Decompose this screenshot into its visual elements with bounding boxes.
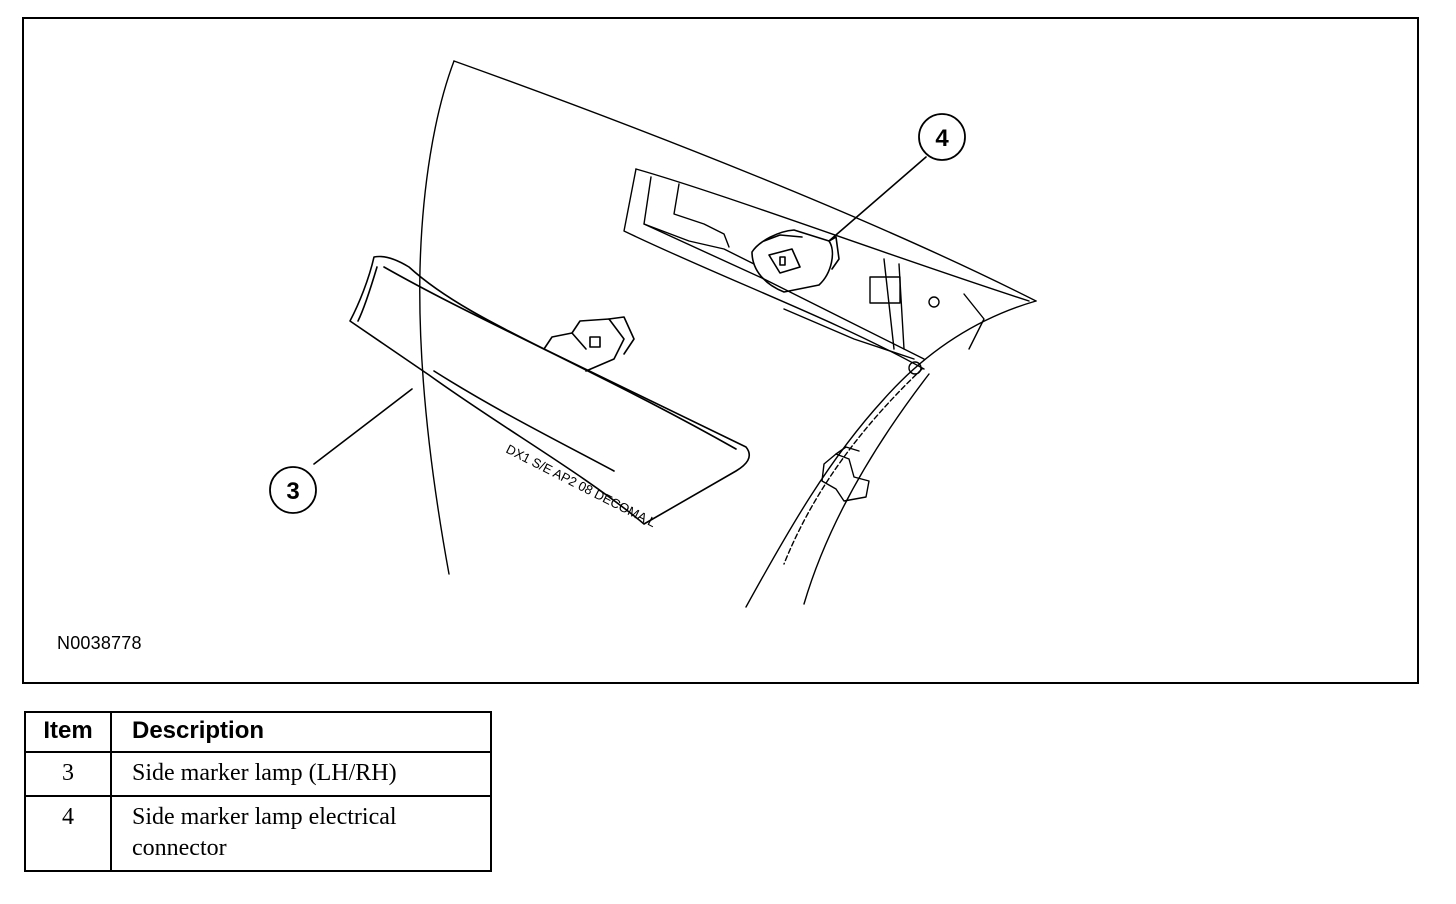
push-pin [821, 446, 870, 502]
callout-4-label: 4 [935, 125, 949, 152]
table-row: 3 Side marker lamp (LH/RH) [24, 751, 492, 797]
item-number: 3 [24, 751, 112, 797]
illustration: 3 4 DX1 S/E AP2 08 DECOMA L [269, 60, 1037, 608]
figure-frame: 3 4 DX1 S/E AP2 08 DECOMA L N0038778 [22, 17, 1419, 684]
side-marker-lamp [349, 255, 751, 525]
table-row: 4 Side marker lamp electrical connector [24, 795, 492, 872]
callout-4: 4 [828, 113, 966, 242]
electrical-connector [751, 229, 840, 293]
item-number: 4 [24, 795, 112, 872]
callout-3: 3 [269, 388, 413, 514]
description-column-header: Description [110, 711, 492, 753]
lamp-pocket [623, 168, 1030, 375]
callout-3-label: 3 [286, 478, 299, 505]
legend-table: Item Description 3 Side marker lamp (LH/… [24, 711, 492, 872]
figure-id: N0038778 [57, 633, 142, 653]
item-description: Side marker lamp electrical connector [110, 795, 492, 872]
item-column-header: Item [24, 711, 112, 753]
item-description: Side marker lamp (LH/RH) [110, 751, 492, 797]
legend-header-row: Item Description [24, 711, 492, 753]
lamp-marking: DX1 S/E AP2 08 DECOMA L [504, 441, 659, 530]
